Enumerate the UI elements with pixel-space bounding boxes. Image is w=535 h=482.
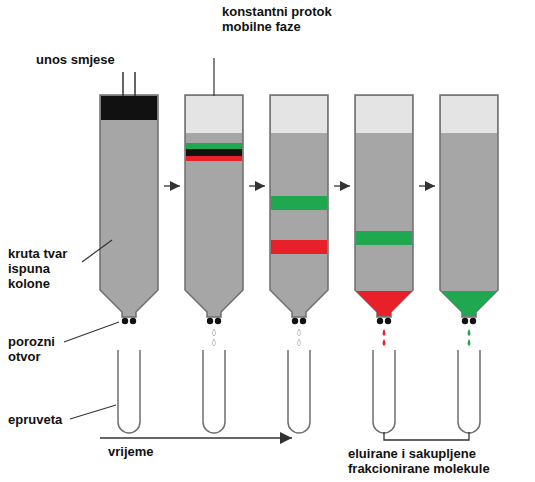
column (100, 95, 158, 317)
test-tube (118, 350, 140, 433)
packing-label: kruta tvar ispuna kolone (8, 246, 90, 291)
time-label: vrijeme (108, 444, 154, 459)
fractions-label: eluirane i sakupljene frakcionirane mole… (348, 446, 530, 476)
mobile-phase (271, 96, 327, 133)
green-band (186, 143, 242, 149)
leader-line (64, 240, 119, 419)
red-band (186, 156, 242, 161)
leader-line (213, 58, 214, 96)
input-label: unos smjese (36, 52, 115, 67)
test-tube (288, 350, 310, 433)
tube-label: epruveta (8, 412, 62, 427)
green-eluate (441, 291, 497, 316)
column (440, 95, 498, 317)
sample-band (101, 96, 157, 120)
drops (213, 329, 471, 346)
test-tube (373, 350, 395, 433)
column (355, 95, 413, 317)
plunger (134, 72, 136, 96)
mobile-phase (441, 96, 497, 133)
mobile-phase-label: konstantni protok mobilne faze (222, 4, 352, 34)
test-tube (458, 350, 480, 433)
red-eluate (356, 291, 412, 316)
outlet-label: porozni otvor (8, 334, 68, 364)
mobile-phase (356, 96, 412, 133)
bracket (384, 432, 469, 440)
column (185, 95, 243, 317)
step-arrow (164, 185, 435, 186)
porous-outlet (122, 318, 476, 324)
red-band (271, 240, 327, 254)
test-tube (203, 350, 225, 433)
time-arrow (100, 437, 292, 439)
green-band (356, 231, 412, 245)
plunger (122, 72, 124, 96)
black-band (186, 149, 242, 156)
mobile-phase (186, 96, 242, 133)
green-band (271, 196, 327, 210)
column (270, 95, 328, 317)
